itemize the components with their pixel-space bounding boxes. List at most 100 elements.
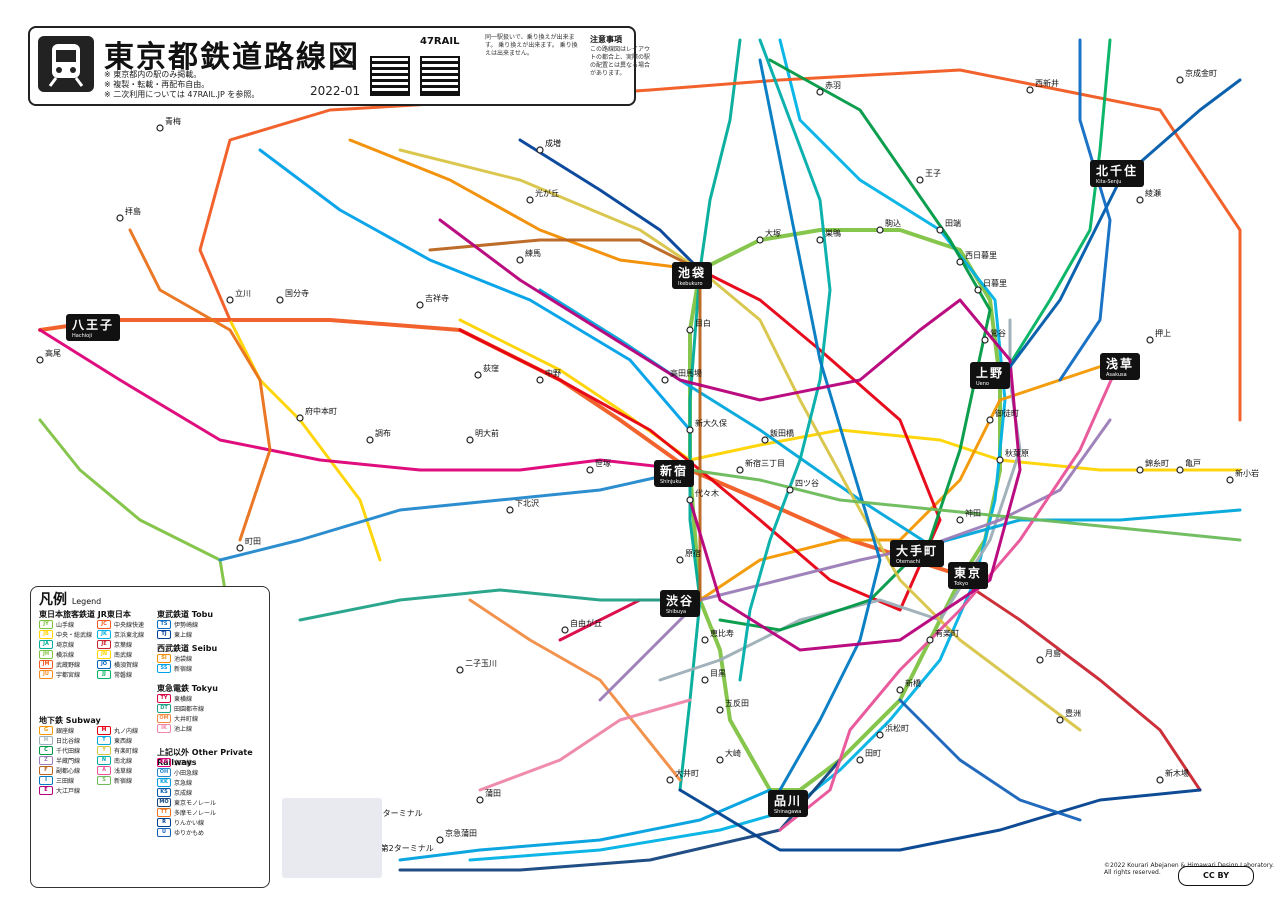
station-yurakucho: 有楽町 [926, 628, 959, 644]
hub-roman: Kita-Senju [1096, 179, 1122, 185]
copyright-text: ©2022 Kourari Abejanen & Himawari Design… [1104, 862, 1274, 876]
hub-name: 大手町 [896, 544, 939, 558]
station-marker [456, 666, 464, 674]
station-label: 中野 [545, 368, 561, 378]
line-name: 三田線 [56, 778, 75, 785]
station-tsukishima: 月島 [1036, 648, 1061, 664]
station-meidaimae: 明大前 [466, 428, 499, 444]
station-marker [896, 686, 904, 694]
line-name: 常磐線 [114, 672, 133, 679]
station-marker [756, 236, 764, 244]
station-marker [986, 416, 994, 424]
line-name: 中央線快速 [114, 622, 145, 629]
line-name: 大井町線 [174, 716, 199, 723]
hub-roman: Ueno [976, 381, 989, 387]
station-label: 二子玉川 [465, 659, 497, 668]
station-shin-koiwa: 新小岩 [1226, 468, 1259, 484]
line-badge: JM [39, 660, 53, 669]
station-futakotamagawa: 二子玉川 [456, 659, 497, 674]
station-kanda: 神田 [956, 508, 981, 524]
line-badge: JO [97, 660, 111, 669]
line-badge: IK [157, 724, 171, 733]
route-ss [258, 148, 692, 432]
station-marker [936, 226, 944, 234]
station-marker [1136, 466, 1144, 474]
station-label: 綾瀬 [1145, 188, 1161, 198]
station-tachikawa: 立川 [226, 288, 251, 304]
route-kk [398, 788, 772, 862]
station-label: 田町 [865, 749, 881, 758]
line-name: 丸ノ内線 [114, 728, 139, 735]
hub-name: 東京 [954, 566, 983, 580]
line-name: 武蔵野線 [56, 662, 81, 669]
caution-title: 注意事項 [590, 35, 622, 44]
station-marker [156, 124, 164, 132]
station-marker [1176, 466, 1184, 474]
station-marker [786, 486, 794, 494]
title-notes: ※ 東京都内の駅のみ掲載。 ※ 複製・転載・再配布自由。 ※ 二次利用については… [104, 70, 259, 100]
route-e [438, 218, 1022, 652]
station-marker [676, 556, 684, 564]
route-si [348, 138, 702, 272]
station-marker [536, 376, 544, 384]
station-label: 新木場 [1165, 768, 1189, 778]
station-label: 下北沢 [515, 499, 539, 508]
station-marker [916, 176, 924, 184]
station-marker [506, 506, 514, 514]
route-c [718, 58, 992, 632]
edition-year: 2022-01 [310, 84, 361, 98]
line-badge: N [97, 756, 111, 765]
route-jb [458, 318, 1242, 472]
line-name: 京成線 [174, 790, 193, 797]
station-label: 目黒 [710, 669, 726, 678]
station-marker [926, 636, 934, 644]
station-marker [436, 836, 444, 844]
station-okachimachi: 御徒町 [986, 408, 1019, 424]
line-badge: KS [157, 788, 171, 797]
hub-roman: Shinjuku [660, 479, 682, 485]
station-oshiage: 押上 [1146, 328, 1171, 344]
route-i [758, 58, 882, 792]
hub-name: 渋谷 [666, 594, 695, 608]
station-marker [876, 731, 884, 739]
line-badge: DT [157, 704, 171, 713]
station-hikarigaoka: 光が丘 [526, 188, 559, 204]
station-label: 大崎 [725, 748, 741, 758]
station-marker [536, 146, 544, 154]
station-label: 蒲田 [485, 788, 501, 798]
station-marker [816, 88, 824, 96]
station-marker [661, 376, 669, 384]
station-label: 豊洲 [1065, 708, 1081, 718]
station-yotsuya: 四ツ谷 [786, 479, 819, 494]
line-badge: U [157, 828, 171, 837]
line-name: 日比谷線 [56, 738, 81, 745]
line-name: 東西線 [114, 738, 133, 745]
caution-text: この路線図はレイアウトの都合上、実際の駅の配置とは異なる場合があります。 [590, 46, 651, 77]
hub-roman: Ikebukuro [678, 281, 703, 287]
station-marker [956, 516, 964, 524]
line-name: 埼京線 [56, 642, 75, 649]
line-badge: SI [157, 654, 171, 663]
station-label: 亀戸 [1185, 458, 1201, 468]
station-toyosu: 豊洲 [1056, 708, 1081, 724]
station-shin-kiba: 新木場 [1156, 768, 1189, 784]
station-marker [1176, 76, 1184, 84]
station-marker [1156, 776, 1164, 784]
hub-roman: Tokyo [954, 581, 968, 587]
station-label: 高田馬場 [670, 368, 702, 378]
line-name: 銀座線 [56, 728, 75, 735]
line-badge: T [97, 736, 111, 745]
line-badge: M [97, 726, 111, 735]
station-ebisu: 恵比寿 [701, 628, 734, 644]
station-label: 有楽町 [935, 628, 959, 638]
